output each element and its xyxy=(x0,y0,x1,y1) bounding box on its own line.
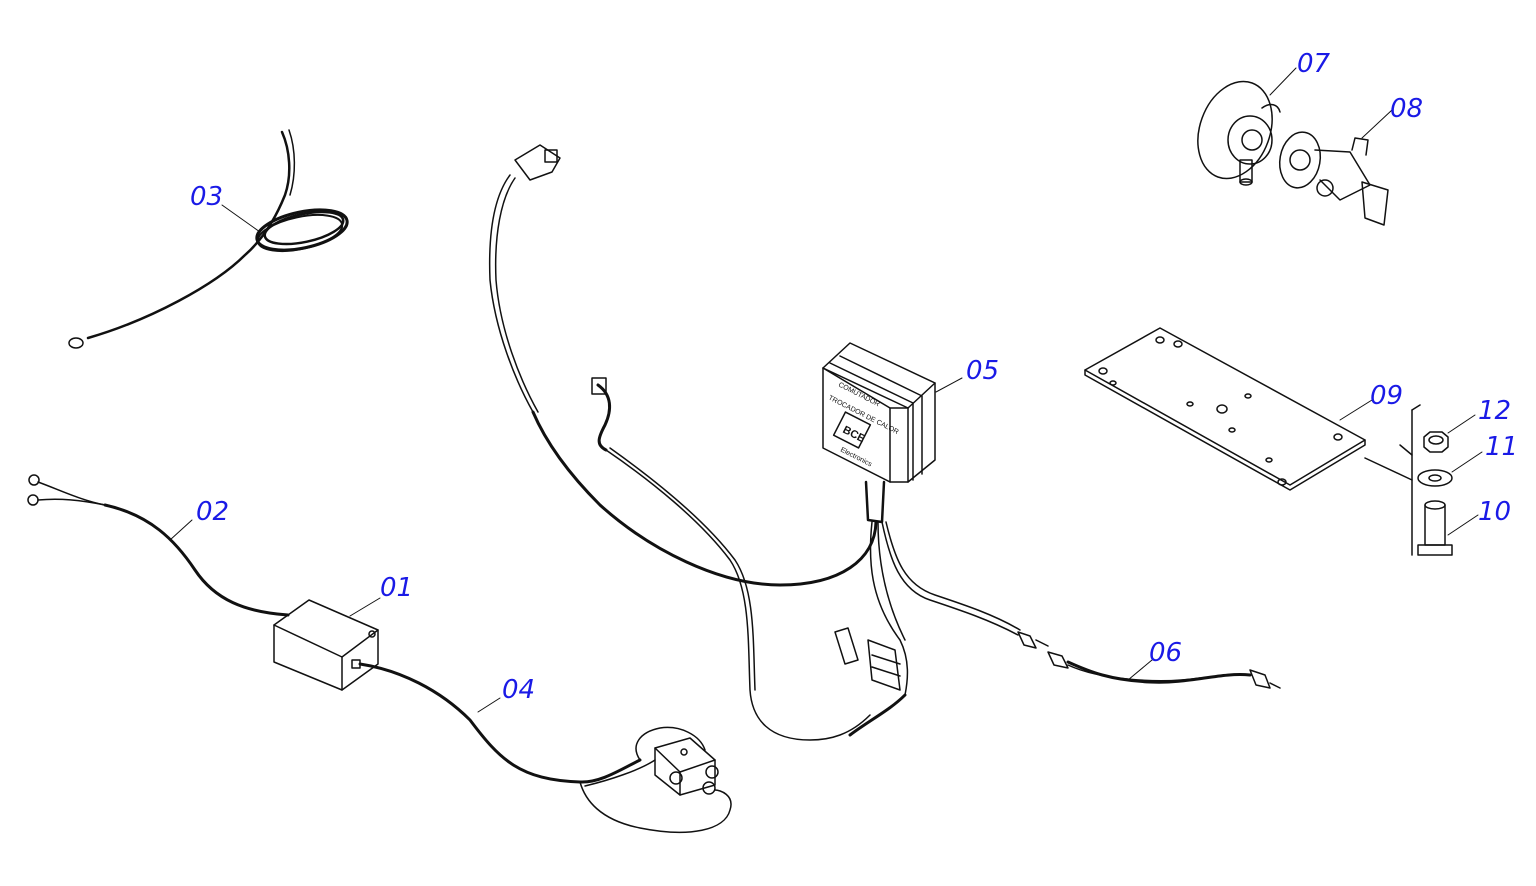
leader-09 xyxy=(1339,399,1373,421)
part-04-cable xyxy=(358,662,732,834)
part-01-small-box xyxy=(273,599,379,691)
callout-04: 04 xyxy=(502,675,536,705)
callout-08: 08 xyxy=(1390,94,1424,124)
leader-11 xyxy=(1451,451,1483,473)
callout-06: 06 xyxy=(1149,638,1183,668)
callout-03: 03 xyxy=(190,182,224,212)
callout-09: 09 xyxy=(1370,381,1404,411)
leader-08 xyxy=(1361,109,1393,139)
leader-06 xyxy=(1127,659,1153,681)
leader-10 xyxy=(1447,514,1479,536)
leader-01 xyxy=(349,597,381,617)
part-09-plate xyxy=(1084,327,1366,491)
switch-box-logo: BCE xyxy=(841,424,867,445)
leader-02 xyxy=(169,519,193,541)
callout-01: 01 xyxy=(380,573,414,603)
callout-12: 12 xyxy=(1478,396,1512,426)
part-02-cable xyxy=(27,474,290,617)
callout-05: 05 xyxy=(966,356,1000,386)
leader-03 xyxy=(221,204,261,233)
callout-02: 02 xyxy=(196,497,230,527)
callout-10: 10 xyxy=(1478,497,1512,527)
part-05-switch-box xyxy=(822,342,936,483)
leader-12 xyxy=(1447,414,1476,434)
leader-04 xyxy=(477,697,501,713)
part-08-fitting xyxy=(1278,131,1389,226)
harness-cables xyxy=(488,144,1021,741)
part-10-12-fasteners xyxy=(1364,404,1453,556)
callout-11: 11 xyxy=(1485,432,1519,462)
leader-07 xyxy=(1269,67,1297,96)
part-03-coiled-cable xyxy=(68,129,349,349)
callout-07: 07 xyxy=(1297,49,1331,79)
part-07-valve xyxy=(1197,80,1281,186)
part-06-connector-cable xyxy=(1017,631,1281,689)
leader-05 xyxy=(935,377,963,393)
leader-lines xyxy=(169,67,1483,713)
